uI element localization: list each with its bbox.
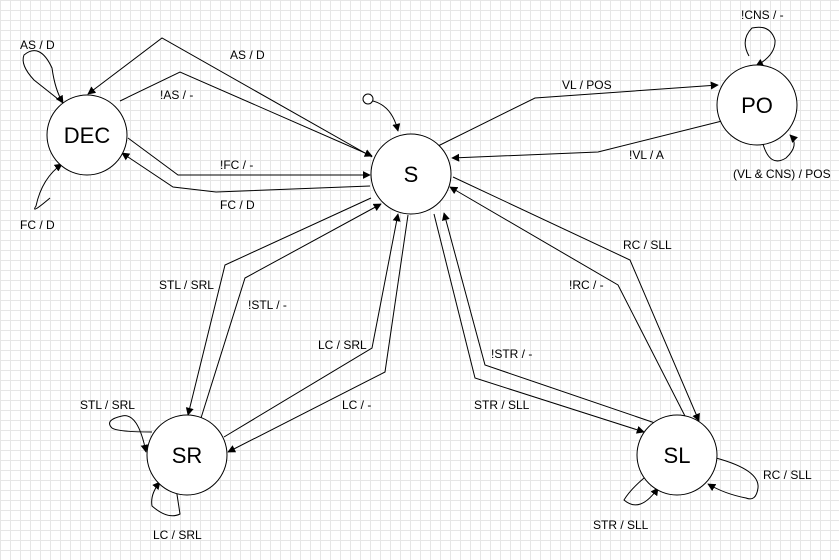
state-dec: DEC (46, 94, 128, 176)
edge-dec-s-notfc (127, 137, 371, 179)
edge-label-s-sr-stl: STL / SRL (159, 278, 214, 292)
edge-s-po-vl (437, 81, 719, 147)
self-loop-sl-rc (707, 457, 759, 500)
edge-label-sl-s-notrc: !RC / - (569, 278, 604, 292)
state-po-label: PO (741, 93, 773, 118)
edge-s-dec-as (87, 37, 373, 158)
edge-label-s-dec-fc: FC / D (220, 198, 255, 212)
edge-label-sl-loop-rc: RC / SLL (763, 468, 812, 482)
edge-sr-s-notstl (200, 203, 382, 419)
edge-label-po-loop-vlcns: (VL & CNS) / POS (733, 167, 831, 181)
edge-label-sl-s-notstr: !STR / - (491, 347, 532, 361)
self-loop-dec-fc (34, 163, 63, 210)
edge-label-s-sr-lc: LC / - (342, 398, 371, 412)
edge-label-sr-loop-stl: STL / SRL (80, 398, 135, 412)
edge-dec-s-notas (119, 71, 373, 157)
self-loop-po-vlcns (762, 134, 798, 162)
edge-label-s-sl-str: STR / SLL (474, 398, 530, 412)
edge-label-po-s-notvl: !VL / A (629, 148, 664, 162)
edge-po-s-notvl (451, 120, 723, 162)
edge-label-po-loop-cns: !CNS / - (741, 8, 784, 22)
edge-label-s-po-vl: VL / POS (562, 78, 612, 92)
edge-s-sl-str (433, 213, 645, 434)
edge-label-sr-s-lc: LC / SRL (318, 338, 367, 352)
edge-label-sr-loop-lc: LC / SRL (153, 528, 202, 542)
self-loop-dec-as (22, 50, 64, 104)
edge-s-sl-rc (452, 176, 700, 422)
state-sr: SR (146, 414, 228, 496)
edge-label-dec-s-notfc: !FC / - (220, 158, 253, 172)
edge-sl-s-notrc (449, 186, 687, 419)
state-s: S (370, 133, 452, 215)
state-sr-label: SR (172, 443, 203, 468)
edge-label-sr-s-notstl: !STL / - (248, 298, 287, 312)
edge-label-s-sl-rc: RC / SLL (623, 238, 672, 252)
state-po: PO (716, 64, 798, 146)
state-sl: SL (636, 414, 718, 496)
state-dec-label: DEC (64, 123, 111, 148)
edge-label-sl-loop-str: STR / SLL (593, 518, 649, 532)
self-loop-sl-str (623, 477, 659, 506)
edge-sr-s-lc (223, 213, 401, 438)
edge-sl-s-notstr (442, 212, 656, 424)
initial-state-marker (362, 93, 401, 132)
edge-s-sr-stl (185, 197, 372, 416)
edge-s-dec-fc (121, 152, 371, 193)
edge-s-sr-lc (227, 214, 409, 453)
state-sl-label: SL (664, 443, 691, 468)
self-loop-po-cns (744, 26, 776, 67)
edge-label-s-dec-as: AS / D (230, 48, 265, 62)
state-s-label: S (404, 162, 419, 187)
self-loop-sr-stl (109, 415, 153, 453)
edge-label-dec-loop-as: AS / D (20, 38, 55, 52)
edge-label-dec-loop-fc: FC / D (20, 218, 55, 232)
self-loop-sr-lc (151, 481, 181, 517)
edge-label-dec-s-notas: !AS / - (160, 88, 193, 102)
